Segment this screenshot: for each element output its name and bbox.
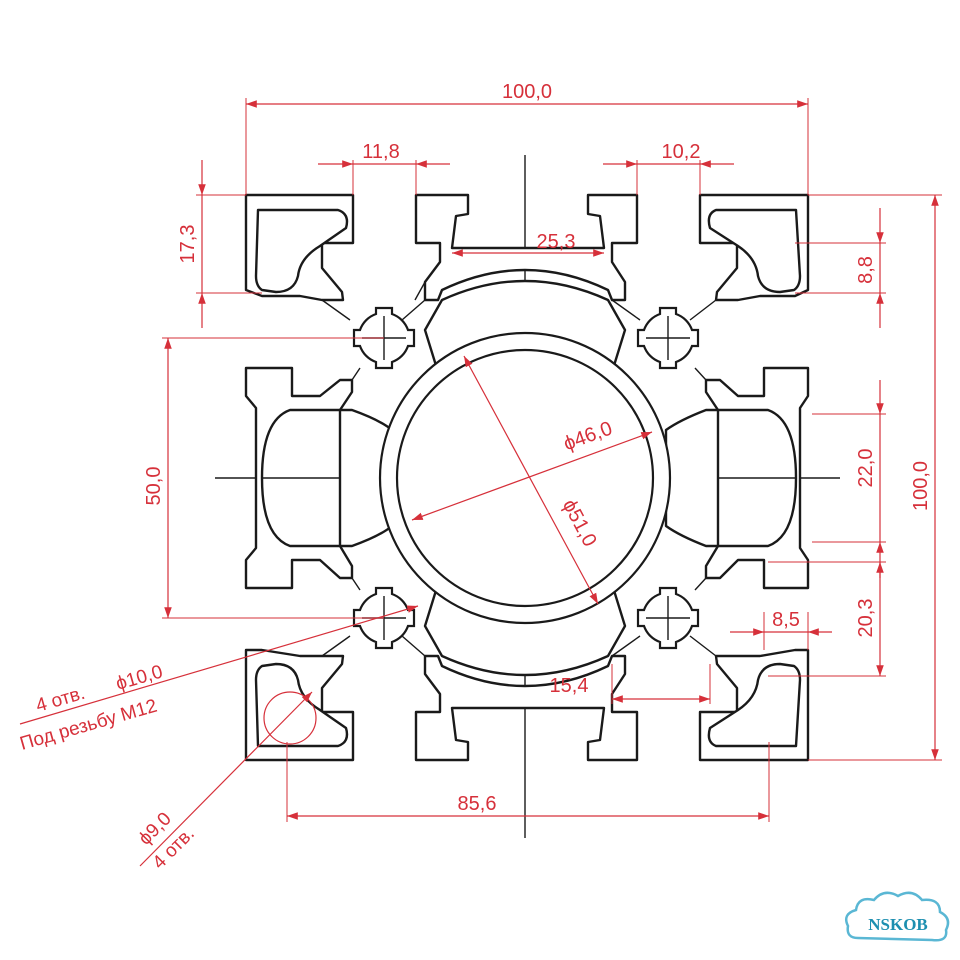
note-hole-diameter-10: ϕ10,0 [114, 661, 166, 694]
dim-small-right: 8,5 [772, 609, 800, 631]
logo-text: NSKOB [868, 915, 928, 934]
dimension-lines [19, 98, 942, 867]
dim-right-gap: 22,0 [855, 449, 877, 488]
dim-side-span: 50,0 [143, 467, 165, 506]
dim-bottom-span: 85,6 [458, 793, 497, 815]
dim-bottom-slot: 15,4 [550, 675, 589, 697]
dim-top-cavity: 25,3 [537, 231, 576, 253]
dim-right-lower: 20,3 [855, 599, 877, 638]
dim-overall-height: 100,0 [910, 461, 932, 511]
dim-slot-left: 11,8 [362, 141, 399, 163]
brand-logo: NSKOB [845, 891, 950, 942]
hole-notes: 4 отв. ϕ10,0 Под резьбу М12 ϕ9,0 4 отв. [18, 661, 199, 873]
dim-overall-width: 100,0 [502, 81, 552, 103]
dim-corner-right: 8,8 [855, 256, 877, 284]
dim-corner-top: 17,3 [177, 225, 199, 264]
dim-slot-right: 10,2 [662, 141, 701, 163]
